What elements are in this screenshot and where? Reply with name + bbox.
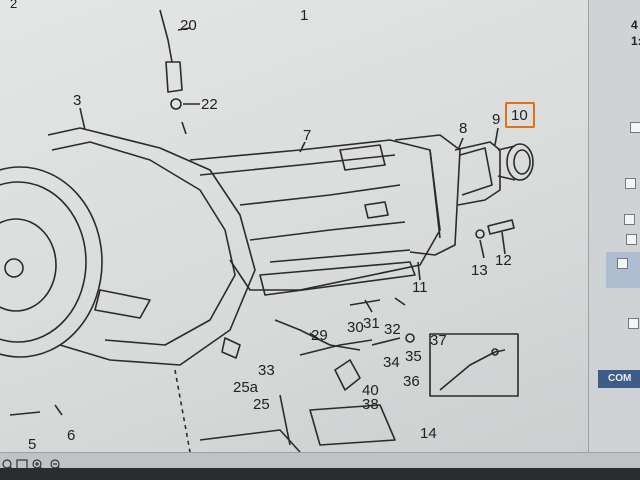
- callout-6[interactable]: 6: [67, 427, 76, 444]
- checkbox-1[interactable]: [630, 122, 640, 133]
- checkbox-5[interactable]: [617, 258, 628, 269]
- callout-35[interactable]: 35: [405, 348, 422, 365]
- callout-40[interactable]: 40: [362, 382, 379, 399]
- callout-5[interactable]: 5: [28, 436, 37, 453]
- callout-25[interactable]: 25: [253, 396, 270, 413]
- callout-33[interactable]: 33: [258, 362, 275, 379]
- callout-30[interactable]: 30: [347, 319, 364, 336]
- callout-9[interactable]: 9: [492, 111, 501, 128]
- exploded-diagram-panel[interactable]: 1 20 3 22 7 8 9 10 11 12 13 29 30 31 32 …: [0, 0, 588, 452]
- checkbox-2[interactable]: [625, 178, 636, 189]
- callout-31[interactable]: 31: [363, 315, 380, 332]
- checkbox-4[interactable]: [626, 234, 637, 245]
- callout-36[interactable]: 36: [403, 373, 420, 390]
- panel-text-1: 4: [631, 18, 638, 32]
- callout-20[interactable]: 20: [180, 17, 197, 34]
- callout-3[interactable]: 3: [73, 92, 82, 109]
- callout-12[interactable]: 12: [495, 252, 512, 269]
- callout-25a[interactable]: 25a: [233, 379, 259, 396]
- callout-32[interactable]: 32: [384, 321, 401, 338]
- callout-37[interactable]: 37: [430, 332, 447, 349]
- panel-text-2: 1:: [631, 34, 640, 48]
- callout-38[interactable]: 38: [362, 396, 379, 413]
- transmission-exploded-drawing: [0, 9, 534, 452]
- callout-10[interactable]: 10: [511, 107, 528, 124]
- callout-22[interactable]: 22: [201, 96, 218, 113]
- callout-7[interactable]: 7: [303, 127, 312, 144]
- callout-29[interactable]: 29: [311, 327, 328, 344]
- checkbox-6[interactable]: [628, 318, 639, 329]
- checkbox-3[interactable]: [624, 214, 635, 225]
- callout-14[interactable]: 14: [420, 425, 437, 442]
- callout-11[interactable]: 11: [412, 279, 428, 296]
- comment-button[interactable]: COM: [598, 370, 640, 388]
- callout-8[interactable]: 8: [459, 120, 468, 137]
- callout-34[interactable]: 34: [383, 354, 400, 371]
- highlight-box-10[interactable]: [505, 102, 535, 128]
- title-fragment-left: 2: [10, 0, 18, 11]
- callout-13[interactable]: 13: [471, 262, 488, 279]
- sheet-number: 1: [300, 7, 309, 24]
- monitor-bezel: [0, 468, 640, 480]
